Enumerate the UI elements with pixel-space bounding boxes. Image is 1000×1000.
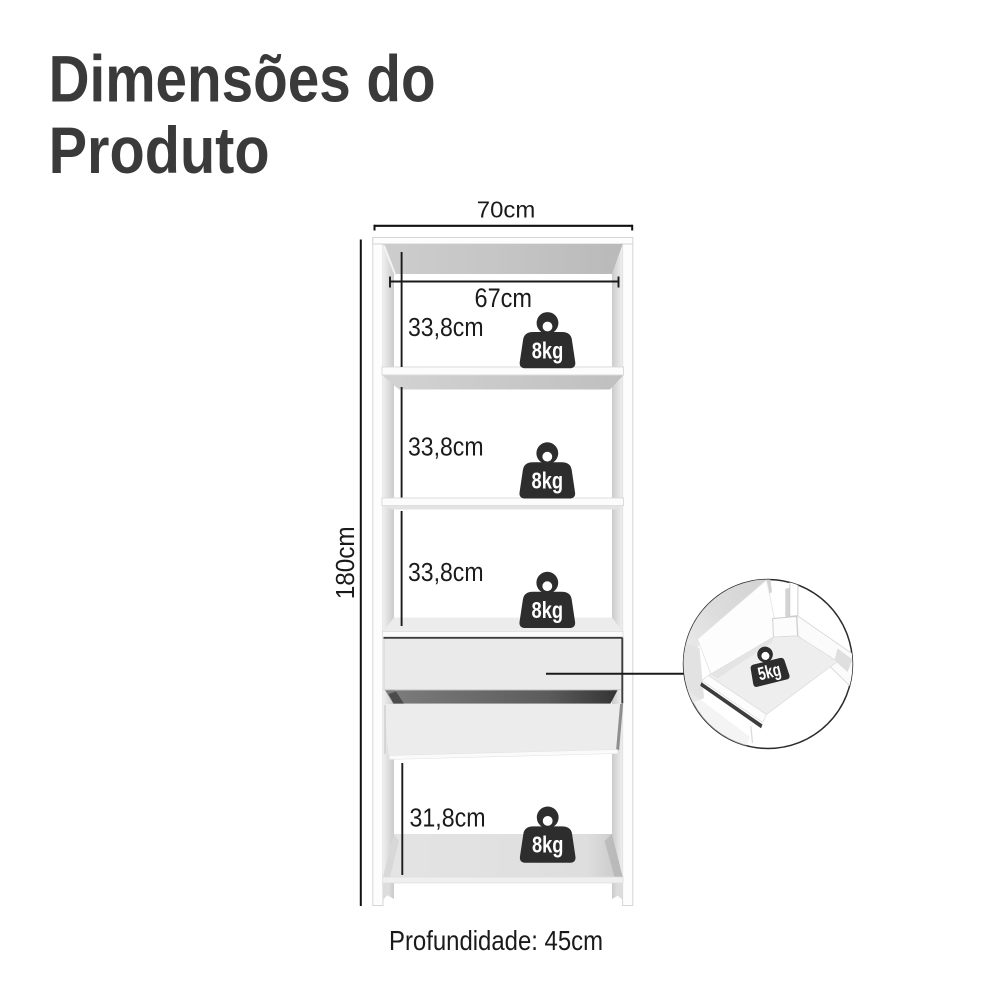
svg-text:33,8cm: 33,8cm <box>408 314 484 342</box>
svg-text:31,8cm: 31,8cm <box>410 805 486 833</box>
svg-text:70cm: 70cm <box>477 197 536 223</box>
svg-text:Produto: Produto <box>49 113 270 187</box>
svg-text:Profundidade: 45cm: Profundidade: 45cm <box>389 925 603 956</box>
svg-text:33,8cm: 33,8cm <box>408 559 484 587</box>
svg-text:8kg: 8kg <box>532 832 564 858</box>
svg-text:33,8cm: 33,8cm <box>408 433 484 461</box>
svg-text:67cm: 67cm <box>475 283 533 313</box>
svg-text:180cm: 180cm <box>332 526 360 599</box>
svg-text:8kg: 8kg <box>532 597 564 623</box>
svg-text:8kg: 8kg <box>532 337 564 363</box>
svg-text:Dimensões do: Dimensões do <box>49 41 436 115</box>
svg-text:8kg: 8kg <box>532 468 564 494</box>
